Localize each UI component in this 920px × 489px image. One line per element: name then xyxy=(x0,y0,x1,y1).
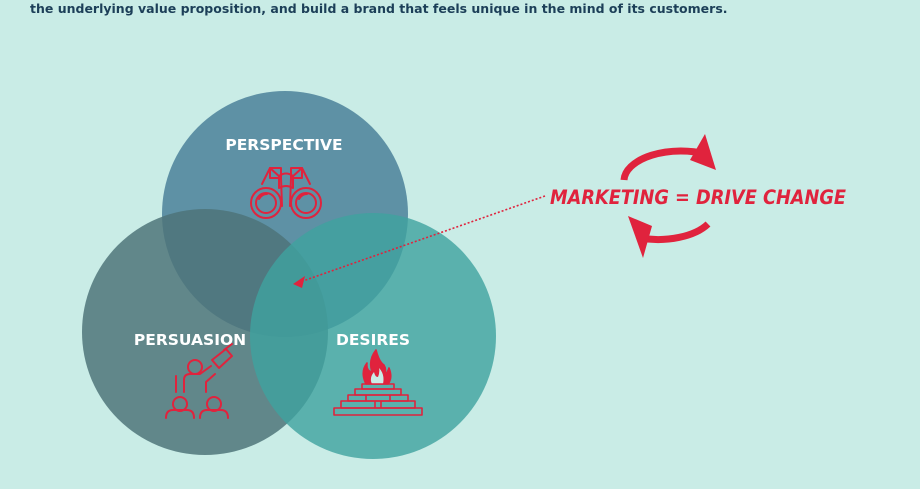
cycle-arrows-icon xyxy=(620,147,711,244)
perspective-label: PERSPECTIVE xyxy=(225,136,342,154)
fire-altar-icon xyxy=(333,349,423,416)
persuasion-label: PERSUASION xyxy=(134,331,246,349)
tagline: MARKETING = DRIVE CHANGE xyxy=(550,186,847,209)
intro-text: the underlying value proposition, and bu… xyxy=(30,1,728,16)
cycle-arrowheads xyxy=(628,134,716,258)
pointer-line xyxy=(293,195,546,288)
circle-desires xyxy=(250,213,496,459)
speaker-audience-icon xyxy=(165,343,233,419)
binoculars-icon xyxy=(250,167,322,219)
desires-label: DESIRES xyxy=(336,331,410,349)
